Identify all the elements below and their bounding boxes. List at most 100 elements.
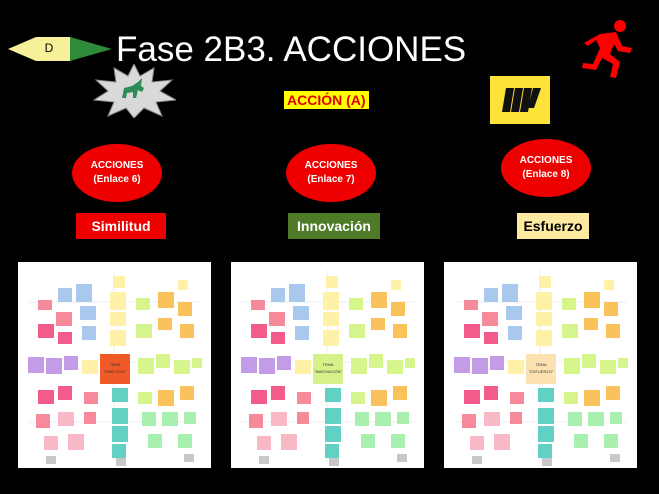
sticky-note bbox=[116, 458, 126, 466]
sticky-note bbox=[64, 356, 78, 370]
sticky-note bbox=[259, 456, 269, 464]
sticky-note bbox=[148, 434, 162, 448]
board-center-text: TEMA bbox=[535, 362, 546, 367]
sticky-note bbox=[269, 312, 285, 326]
sticky-note bbox=[138, 392, 152, 404]
badge-label: D bbox=[44, 41, 54, 55]
running-person-icon bbox=[582, 20, 632, 78]
sticky-note bbox=[82, 360, 98, 374]
sticky-note bbox=[178, 434, 192, 448]
sticky-note bbox=[271, 412, 287, 426]
sticky-note bbox=[371, 292, 387, 308]
sticky-note bbox=[38, 300, 52, 310]
link-circle-6: ACCIONES (Enlace 6) bbox=[72, 144, 162, 202]
sticky-note bbox=[158, 318, 172, 330]
sticky-note bbox=[600, 360, 616, 374]
badge-arrow-icon bbox=[8, 37, 112, 61]
sticky-note bbox=[251, 300, 265, 310]
sticky-note bbox=[174, 360, 190, 374]
sticky-note bbox=[604, 302, 618, 316]
board-center-text: TEMA bbox=[109, 362, 120, 367]
unicorn-icon bbox=[92, 64, 176, 118]
sticky-note bbox=[68, 434, 84, 450]
board-diagram: TEMA"SIMILITUD" bbox=[28, 270, 202, 466]
sticky-note bbox=[454, 357, 470, 373]
sticky-note bbox=[38, 324, 54, 338]
sticky-note bbox=[112, 388, 128, 402]
sticky-note bbox=[297, 412, 309, 424]
sticky-note bbox=[80, 306, 96, 320]
link-circle-8: ACCIONES (Enlace 8) bbox=[501, 139, 591, 197]
board-center-text: "ESFUERZO" bbox=[529, 369, 554, 374]
sticky-note bbox=[405, 358, 415, 368]
sticky-note bbox=[391, 434, 405, 448]
sticky-note bbox=[610, 454, 620, 462]
sticky-note bbox=[158, 390, 174, 406]
miro-logo-icon bbox=[490, 76, 550, 124]
board-thumbnail-innovacion[interactable]: TEMA"INNOVACIÓN" bbox=[231, 262, 424, 468]
sticky-note bbox=[610, 412, 622, 424]
sticky-note bbox=[136, 324, 152, 338]
sticky-note bbox=[604, 434, 618, 448]
sticky-note bbox=[38, 390, 54, 404]
action-label: ACCIÓN (A) bbox=[284, 91, 369, 109]
sticky-note bbox=[184, 412, 196, 424]
sticky-note bbox=[325, 388, 341, 402]
sticky-note bbox=[110, 330, 126, 346]
sticky-note bbox=[329, 458, 339, 466]
board-thumbnail-esfuerzo[interactable]: TEMA "ESFUERZO" bbox=[444, 262, 637, 468]
sticky-note bbox=[180, 386, 194, 400]
sticky-note bbox=[325, 408, 341, 424]
sticky-note bbox=[58, 386, 72, 400]
sticky-note bbox=[538, 408, 554, 424]
sticky-note bbox=[325, 426, 341, 442]
sticky-note bbox=[112, 408, 128, 424]
tag-innovacion: Innovación bbox=[288, 213, 380, 239]
sticky-note bbox=[36, 414, 50, 428]
sticky-note bbox=[484, 412, 500, 426]
sticky-note bbox=[82, 326, 96, 340]
sticky-note bbox=[464, 324, 480, 338]
sticky-note bbox=[508, 326, 522, 340]
board-thumbnail-similitud[interactable]: TEMA"SIMILITUD" bbox=[18, 262, 211, 468]
sticky-note bbox=[484, 332, 498, 344]
sticky-note bbox=[494, 434, 510, 450]
sticky-note bbox=[397, 454, 407, 462]
sticky-note bbox=[536, 330, 552, 346]
sticky-note bbox=[156, 354, 170, 368]
sticky-note bbox=[508, 360, 524, 374]
sticky-note bbox=[462, 414, 476, 428]
link-title: ACCIONES bbox=[304, 160, 358, 171]
link-circle-7: ACCIONES (Enlace 7) bbox=[286, 144, 376, 202]
sticky-note bbox=[371, 318, 385, 330]
sticky-note bbox=[349, 298, 363, 310]
board-diagram: TEMA "ESFUERZO" bbox=[454, 270, 628, 466]
sticky-note bbox=[295, 360, 311, 374]
sticky-note bbox=[584, 318, 598, 330]
sticky-note bbox=[618, 358, 628, 368]
sticky-note bbox=[369, 354, 383, 368]
sticky-note bbox=[281, 434, 297, 450]
link-sub: (Enlace 6) bbox=[93, 174, 141, 185]
sticky-note bbox=[326, 276, 338, 288]
sticky-note bbox=[472, 358, 488, 374]
sticky-note bbox=[46, 456, 56, 464]
sticky-note bbox=[323, 312, 339, 326]
sticky-note bbox=[349, 324, 365, 338]
sticky-note bbox=[251, 324, 267, 338]
sticky-note bbox=[136, 298, 150, 310]
sticky-note bbox=[470, 436, 484, 450]
sticky-note bbox=[484, 386, 498, 400]
sticky-note bbox=[28, 357, 44, 373]
sticky-note bbox=[84, 392, 98, 404]
sticky-note bbox=[138, 358, 154, 374]
sticky-note bbox=[58, 412, 74, 426]
sticky-note bbox=[56, 312, 72, 326]
sticky-note bbox=[142, 412, 156, 426]
sticky-note bbox=[293, 306, 309, 320]
sticky-note bbox=[351, 392, 365, 404]
sticky-note bbox=[606, 324, 620, 338]
sticky-note bbox=[162, 412, 178, 426]
sticky-note bbox=[536, 292, 552, 310]
tag-similitud: Similitud bbox=[76, 213, 166, 239]
